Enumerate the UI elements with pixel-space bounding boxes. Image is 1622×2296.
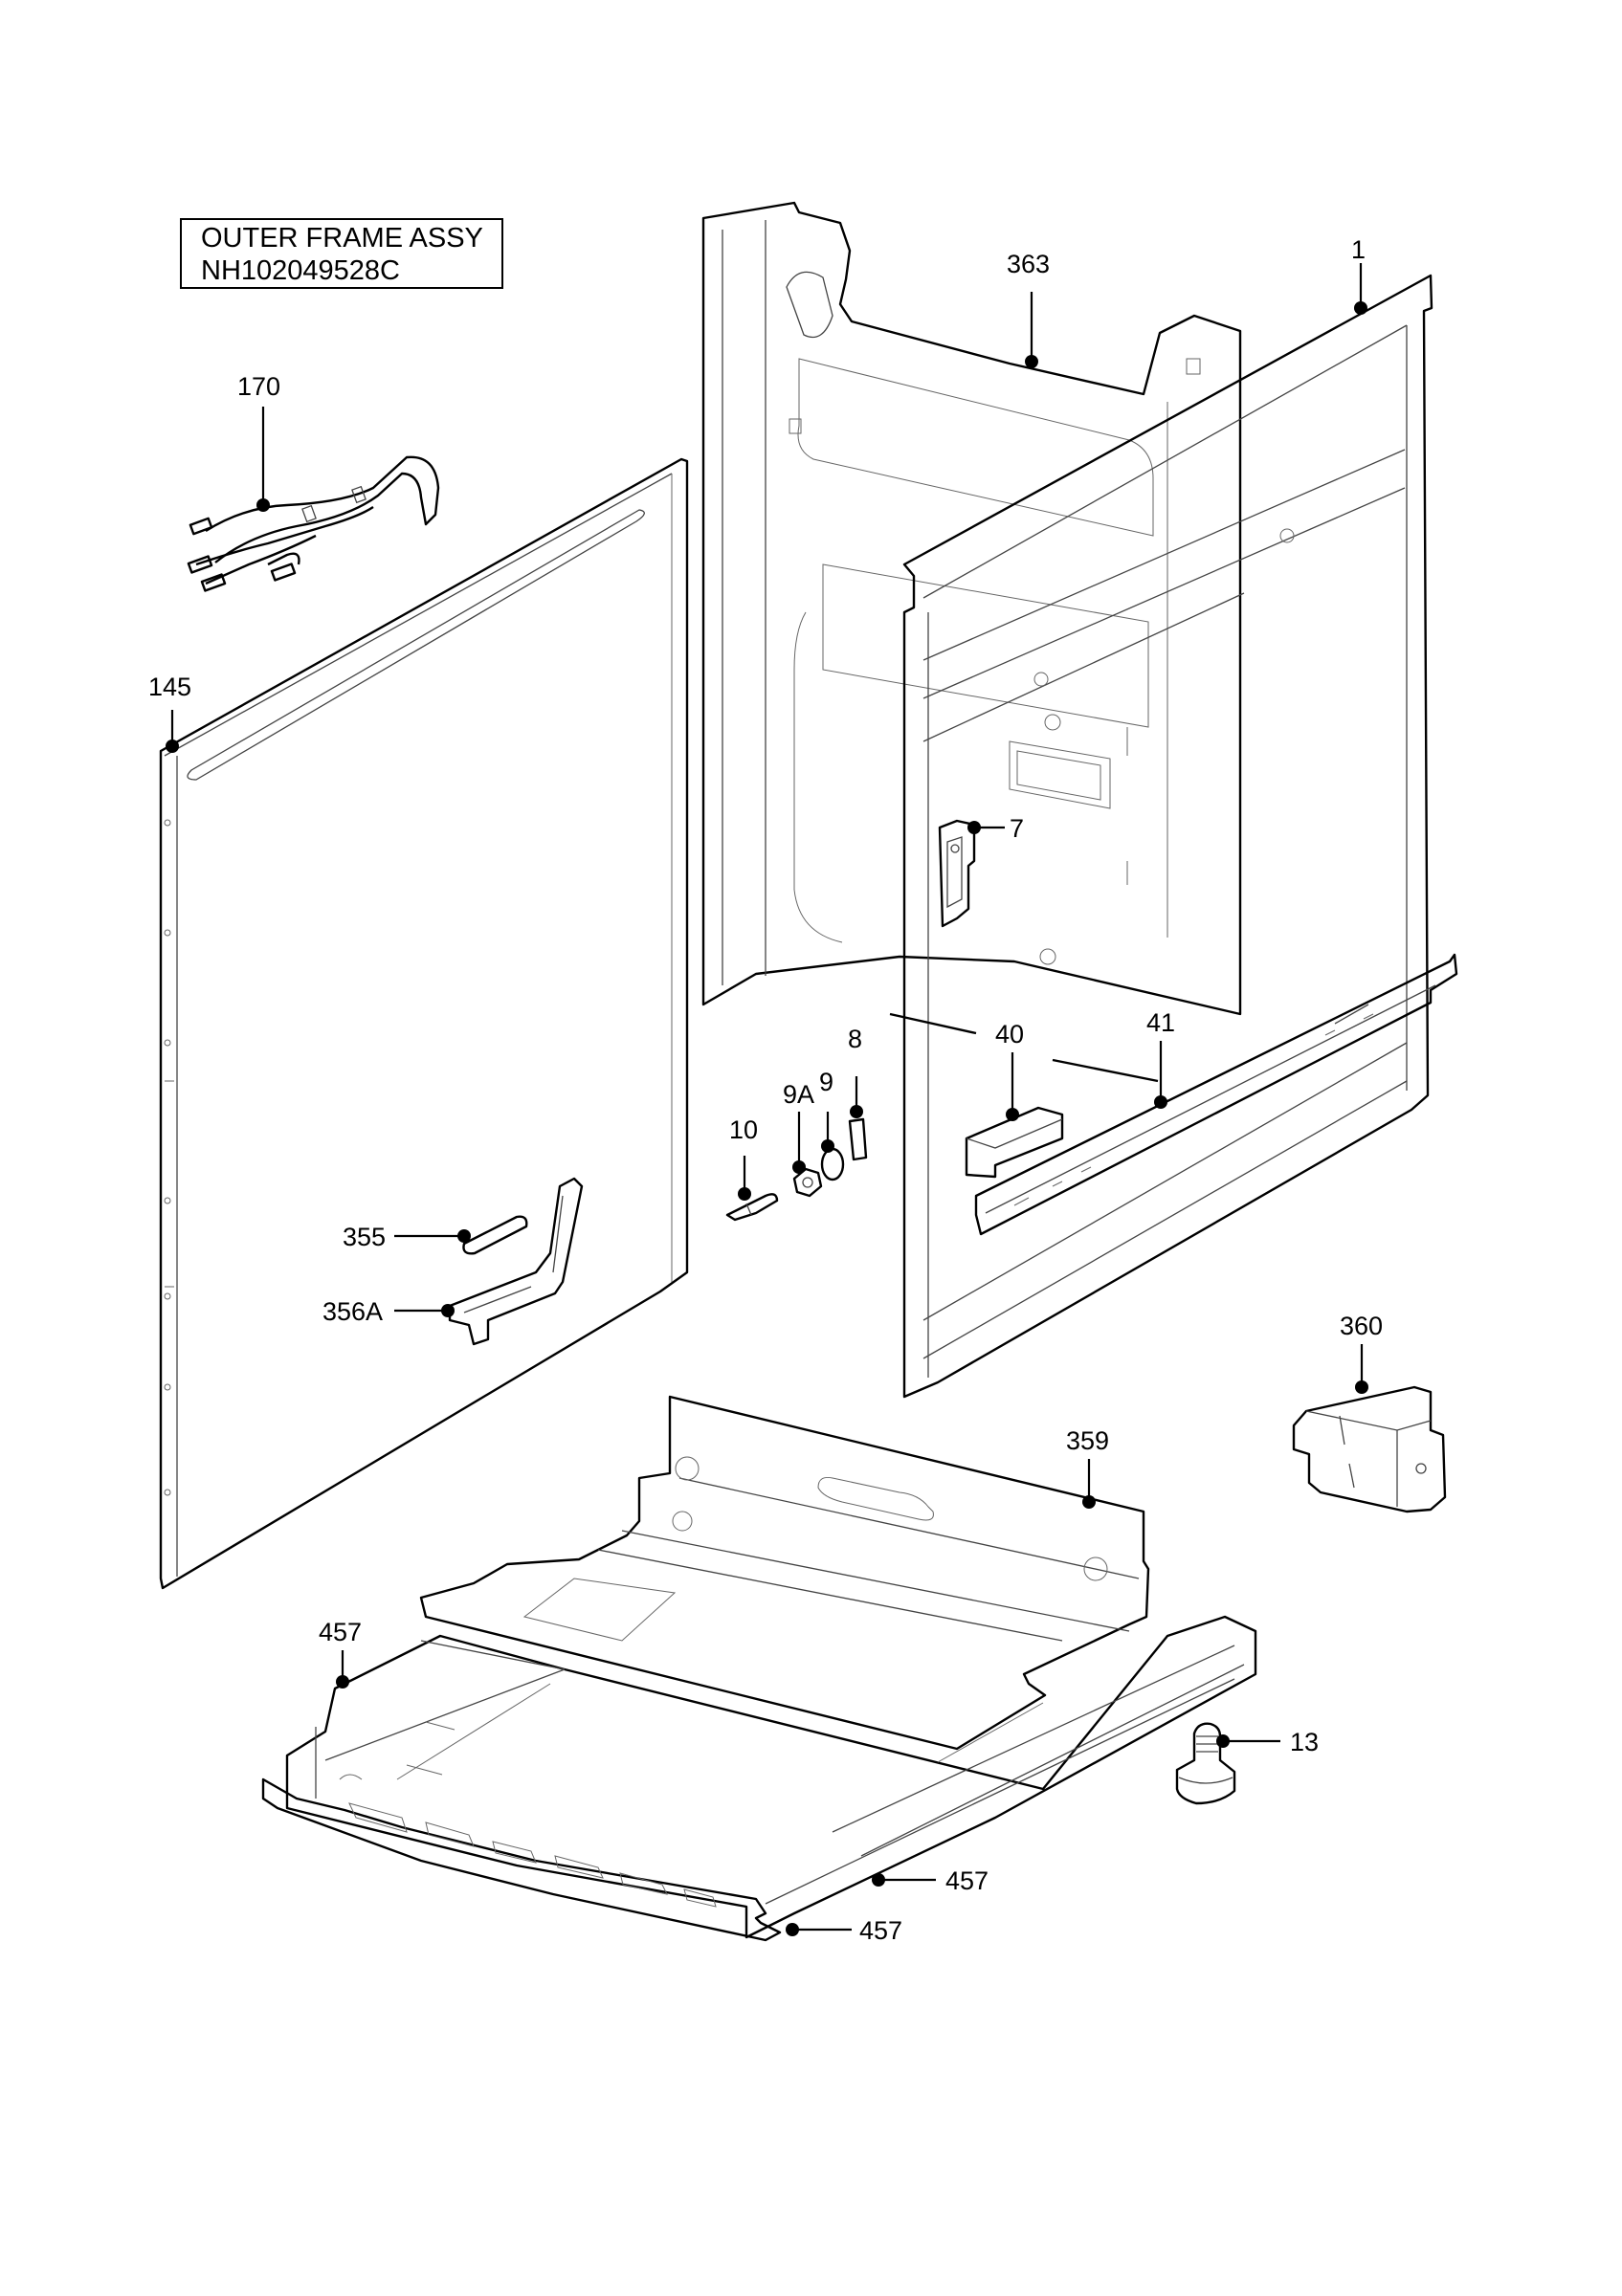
part-360-box xyxy=(1292,1385,1447,1513)
part-40-angle-bracket xyxy=(965,1106,1064,1179)
callout-9: 9 xyxy=(819,1068,833,1096)
title-box: OUTER FRAME ASSY NH102049528C xyxy=(180,218,503,289)
callout-1: 1 xyxy=(1351,235,1366,264)
part-356a-latch xyxy=(448,1177,584,1346)
callout-7: 7 xyxy=(1010,814,1024,843)
callout-9a: 9A xyxy=(783,1080,814,1109)
callout-8: 8 xyxy=(848,1025,862,1053)
leaders xyxy=(166,263,1368,1936)
part-359-base-tray xyxy=(419,1395,1150,1751)
callout-170: 170 xyxy=(237,372,280,401)
part-1-right-side-panel xyxy=(889,274,1433,1399)
part-145-left-side-panel xyxy=(159,457,689,1590)
part-41-drawer-rail xyxy=(974,953,1458,1236)
callout-145: 145 xyxy=(148,673,191,701)
part-7-bracket xyxy=(938,819,976,928)
title-line-2: NH102049528C xyxy=(201,255,400,286)
part-9a-nut xyxy=(792,1167,823,1198)
callout-457-bottom: 457 xyxy=(859,1916,902,1945)
callout-457-right: 457 xyxy=(945,1866,989,1895)
callout-labels: 1 363 170 145 7 8 9 9A 10 40 41 355 356A… xyxy=(148,235,1383,1945)
callout-359: 359 xyxy=(1066,1426,1109,1455)
title-line-1: OUTER FRAME ASSY xyxy=(201,223,483,254)
callout-363: 363 xyxy=(1007,250,1050,278)
part-355-rod xyxy=(462,1215,528,1255)
part-13-leveling-foot xyxy=(1175,1722,1236,1805)
callout-41: 41 xyxy=(1146,1008,1175,1037)
part-363-rear-panel xyxy=(701,201,1242,1016)
callout-356a: 356A xyxy=(322,1297,383,1326)
part-170-wire-harness xyxy=(187,455,440,592)
callout-13: 13 xyxy=(1290,1728,1319,1756)
callout-355: 355 xyxy=(343,1223,386,1251)
part-8-sleeve xyxy=(848,1117,868,1161)
part-457-base-frame xyxy=(261,1615,1257,1942)
callout-457-top: 457 xyxy=(319,1618,362,1646)
callout-40: 40 xyxy=(995,1020,1024,1049)
part-10-pin xyxy=(725,1193,779,1222)
callout-10: 10 xyxy=(729,1115,758,1144)
callout-360: 360 xyxy=(1340,1312,1383,1340)
part-9-ring xyxy=(820,1147,845,1181)
